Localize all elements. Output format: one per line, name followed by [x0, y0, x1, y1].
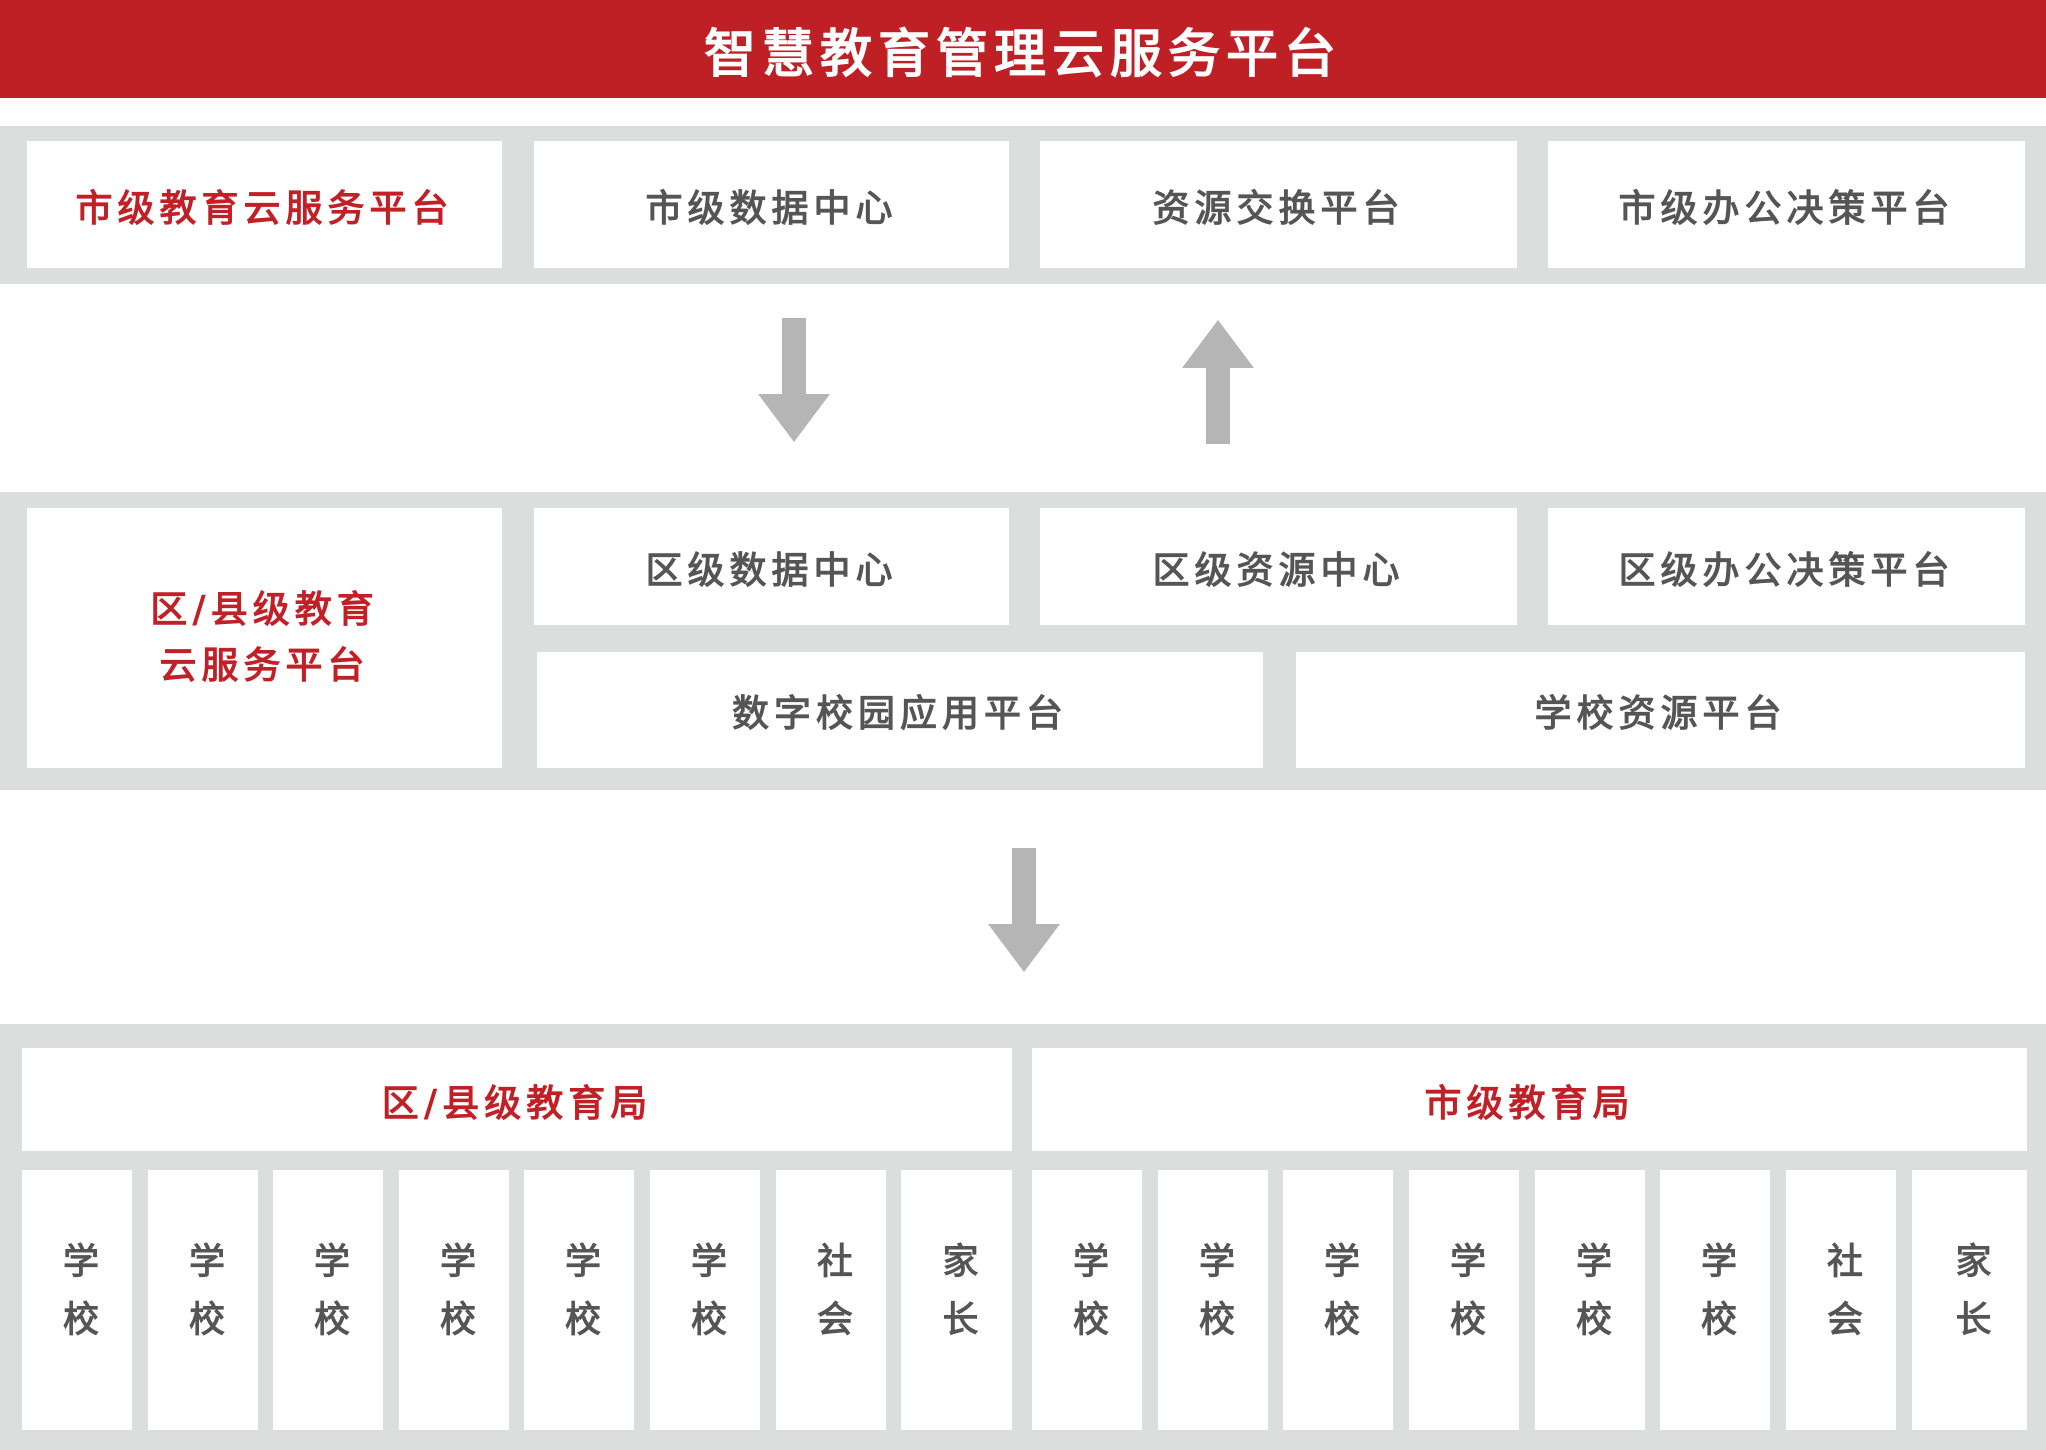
district-user-cell: 学校	[22, 1170, 132, 1430]
city-bureau-label: 市级教育局	[1032, 1048, 2027, 1151]
city-user-cell: 学校	[1283, 1170, 1393, 1430]
district-item-school-resource: 学校资源平台	[1296, 652, 2025, 768]
arrow-up-icon	[1182, 320, 1254, 444]
arrow-down-icon	[988, 848, 1060, 972]
district-item-office-decision: 区级办公决策平台	[1548, 508, 2025, 625]
city-user-cell: 学校	[1660, 1170, 1770, 1430]
district-user-cell: 学校	[148, 1170, 258, 1430]
arrow-down-icon	[758, 318, 830, 442]
district-item-data-center: 区级数据中心	[534, 508, 1009, 625]
district-user-cell-parents: 家长	[901, 1170, 1012, 1430]
district-user-cell: 学校	[650, 1170, 760, 1430]
district-user-cell-society: 社会	[776, 1170, 886, 1430]
city-user-cell: 学校	[1032, 1170, 1142, 1430]
city-user-cell: 学校	[1158, 1170, 1268, 1430]
district-item-digital-campus: 数字校园应用平台	[537, 652, 1263, 768]
city-user-cell-society: 社会	[1786, 1170, 1896, 1430]
district-user-cell: 学校	[524, 1170, 634, 1430]
city-user-cell: 学校	[1409, 1170, 1519, 1430]
district-platform-label: 区/县级教育 云服务平台	[27, 508, 502, 768]
district-item-resource-center: 区级资源中心	[1040, 508, 1517, 625]
district-user-cell: 学校	[273, 1170, 383, 1430]
district-bureau-label: 区/县级教育局	[22, 1048, 1012, 1151]
city-item-resource-exchange: 资源交换平台	[1040, 141, 1517, 268]
city-platform-label: 市级教育云服务平台	[27, 141, 502, 268]
district-user-cell: 学校	[399, 1170, 509, 1430]
diagram-title: 智慧教育管理云服务平台	[703, 24, 1342, 85]
city-user-cell: 学校	[1535, 1170, 1645, 1430]
city-item-office-decision: 市级办公决策平台	[1548, 141, 2025, 268]
city-item-data-center: 市级数据中心	[534, 141, 1009, 268]
title-bar: 智慧教育管理云服务平台	[0, 0, 2046, 98]
city-user-cell-parents: 家长	[1912, 1170, 2027, 1430]
